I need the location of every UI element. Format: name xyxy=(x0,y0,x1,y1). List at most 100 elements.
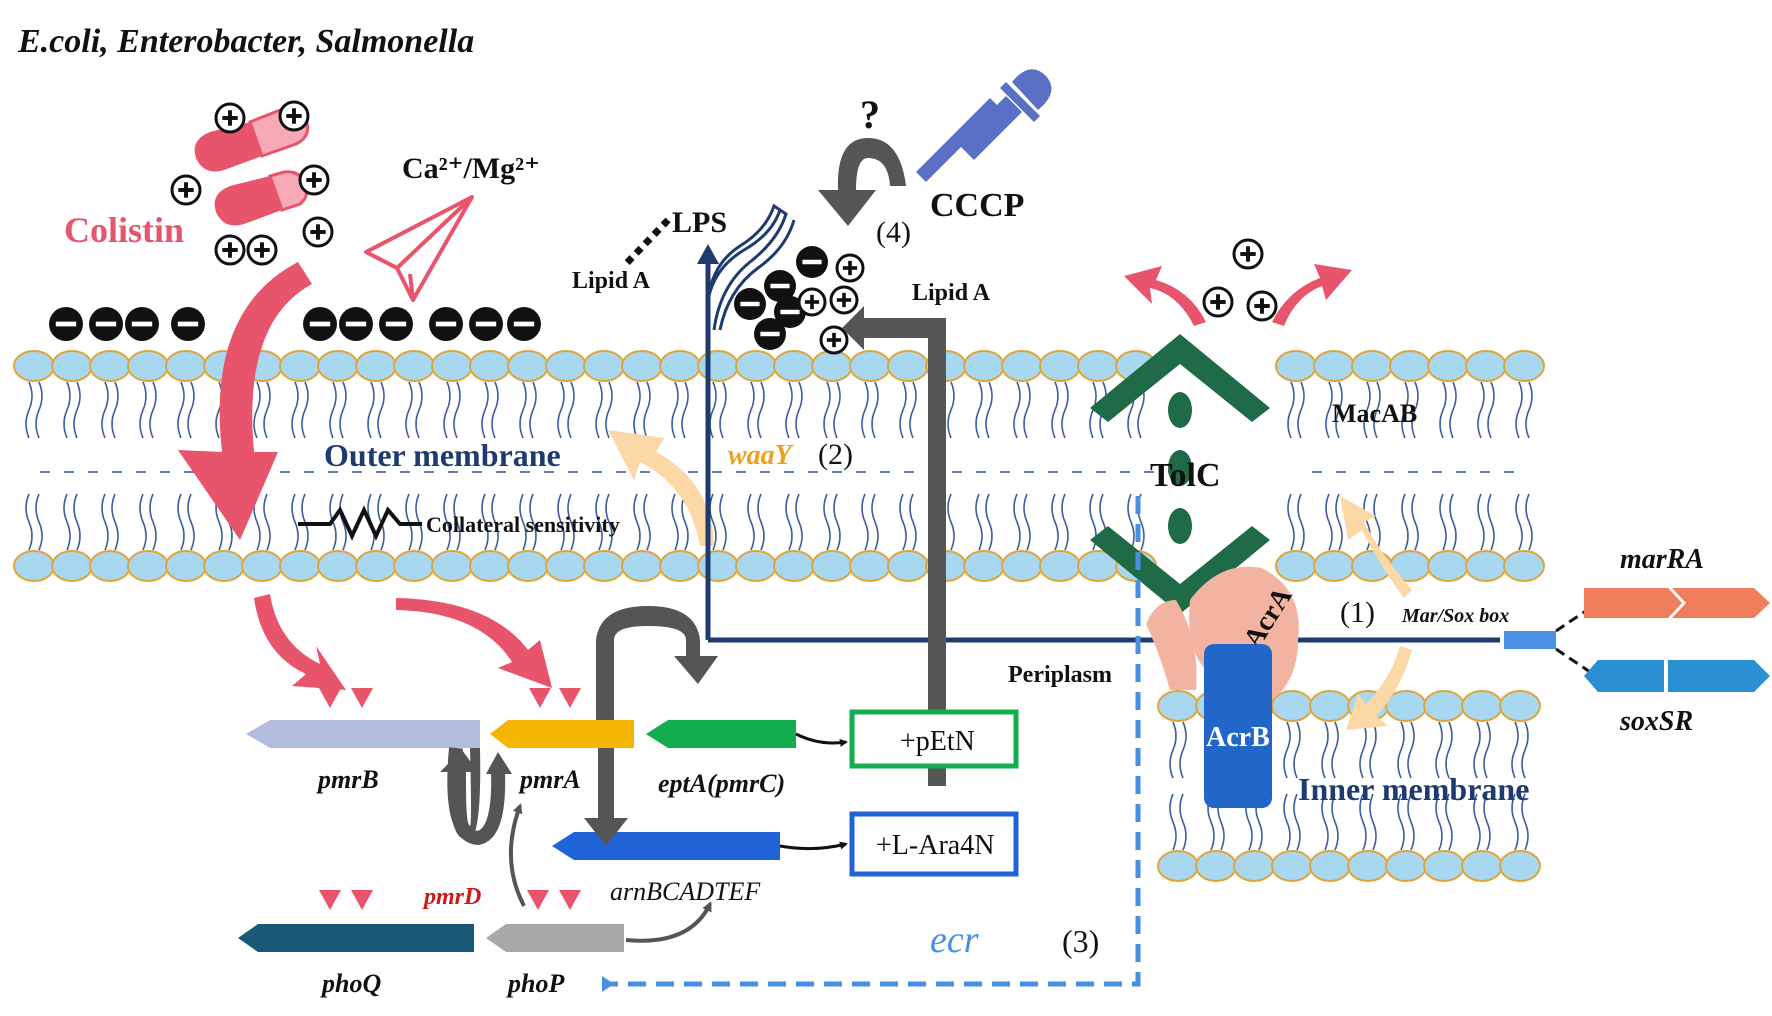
binding-triangle xyxy=(319,688,341,708)
lipid-head xyxy=(659,350,701,382)
lipid-head xyxy=(583,550,625,582)
cation-label: Ca²⁺/Mg²⁺ xyxy=(402,152,540,185)
minus-charge-icon xyxy=(734,288,766,320)
lipid-head xyxy=(393,550,435,582)
lipid-head xyxy=(1503,550,1545,582)
lipid-head xyxy=(697,550,739,582)
colistin-entry-arrow xyxy=(178,262,312,540)
question-mark: ? xyxy=(860,92,880,137)
pmra-to-arn-arrow xyxy=(584,748,628,846)
plus-charge-icon xyxy=(829,285,859,315)
lipid-head xyxy=(659,550,701,582)
plus-charge-icon xyxy=(302,216,334,248)
lipid-head xyxy=(735,350,777,382)
lipid-head xyxy=(773,350,815,382)
lipid-head xyxy=(583,350,625,382)
lipid-head xyxy=(697,350,739,382)
lipid-head xyxy=(279,350,321,382)
pmra-activation-arrow xyxy=(596,606,718,720)
lipid-head xyxy=(1271,690,1313,722)
lipid-head xyxy=(13,550,55,582)
minus-charge-icon xyxy=(507,307,541,341)
minus-charge-icon xyxy=(379,307,413,341)
lipid-head xyxy=(1423,850,1465,882)
lipid-head xyxy=(469,550,511,582)
lipid-head xyxy=(1039,550,1081,582)
lipid-head xyxy=(1157,850,1199,882)
lipid-head xyxy=(773,550,815,582)
lipid-head xyxy=(51,350,93,382)
dropper-icon xyxy=(916,69,1052,182)
lipid-head xyxy=(127,350,169,382)
step-1-label: (1) xyxy=(1340,596,1375,629)
plus-charge-icon xyxy=(214,102,246,134)
phop-gene xyxy=(486,924,624,952)
colistin-label: Colistin xyxy=(64,210,184,250)
lipid-a-right-label: Lipid A xyxy=(912,280,991,306)
lipid-head xyxy=(1347,850,1389,882)
lipid-head xyxy=(89,550,131,582)
cccp-label: CCCP xyxy=(930,187,1024,224)
lipid-head xyxy=(279,550,321,582)
minus-charge-icon xyxy=(796,246,828,278)
pmrd-label: pmrD xyxy=(422,884,481,910)
lipid-a-charge-cluster xyxy=(734,246,865,355)
minus-charge-icon xyxy=(303,307,337,341)
marsox-box xyxy=(1504,631,1556,649)
lipid-head xyxy=(1275,550,1317,582)
positive-charges xyxy=(170,100,1278,322)
lipid-a-left-label: Lipid A xyxy=(572,268,651,294)
minus-charge-icon xyxy=(171,307,205,341)
lipid-head xyxy=(165,350,207,382)
collateral-label: Collateral sensitivity xyxy=(426,512,620,537)
lipid-head xyxy=(241,550,283,582)
minus-charge-icon xyxy=(49,307,83,341)
phoq-gene xyxy=(238,924,474,952)
arn-gene xyxy=(552,832,780,860)
lipid-head xyxy=(1195,850,1237,882)
minus-charge-icon xyxy=(469,307,503,341)
lipid-head xyxy=(1465,550,1507,582)
lipid-head xyxy=(1385,850,1427,882)
outer-membrane-bilayer xyxy=(13,350,1545,582)
lipid-head xyxy=(165,550,207,582)
soxsr-label: soxSR xyxy=(1619,706,1693,737)
epta-to-petn-arrow xyxy=(795,732,848,747)
lipid-head xyxy=(1389,350,1431,382)
lipid-head xyxy=(621,550,663,582)
arn-label: arnBCADTEF xyxy=(610,877,761,906)
binding-site-markers xyxy=(319,688,581,910)
colistin-pill-icon xyxy=(194,106,310,226)
lipid-head xyxy=(1499,850,1541,882)
step-4-label: (4) xyxy=(876,216,911,249)
cccp-curved-arrow xyxy=(818,138,906,226)
arn-to-ara4n-arrow xyxy=(779,841,848,851)
lipid-head xyxy=(545,550,587,582)
lps-dash-connector xyxy=(621,217,671,269)
efflux-arrow-left xyxy=(1124,266,1206,326)
lipid-head xyxy=(1461,850,1503,882)
minus-charge-icon xyxy=(89,307,123,341)
lipid-head xyxy=(887,550,929,582)
ecr-label: ecr xyxy=(930,919,979,961)
lipid-head xyxy=(13,350,55,382)
periplasm-label: Periplasm xyxy=(1008,662,1112,688)
waay-label: waaY xyxy=(728,440,795,471)
lipid-head xyxy=(1157,690,1199,722)
lipid-head xyxy=(545,350,587,382)
lipid-head xyxy=(1499,690,1541,722)
petn-box xyxy=(849,709,1019,769)
loop-body xyxy=(447,747,506,846)
lipid-head xyxy=(203,550,245,582)
plus-charge-icon xyxy=(819,325,849,355)
plus-charge-icon xyxy=(246,234,278,266)
lipid-head xyxy=(89,350,131,382)
lipid-head xyxy=(1465,350,1507,382)
lipid-head xyxy=(1427,350,1469,382)
signal-arrow-pmrb xyxy=(254,594,346,690)
lipid-head xyxy=(963,550,1005,582)
lipid-head xyxy=(317,550,359,582)
lipid-head xyxy=(431,550,473,582)
lipid-head xyxy=(1233,850,1275,882)
